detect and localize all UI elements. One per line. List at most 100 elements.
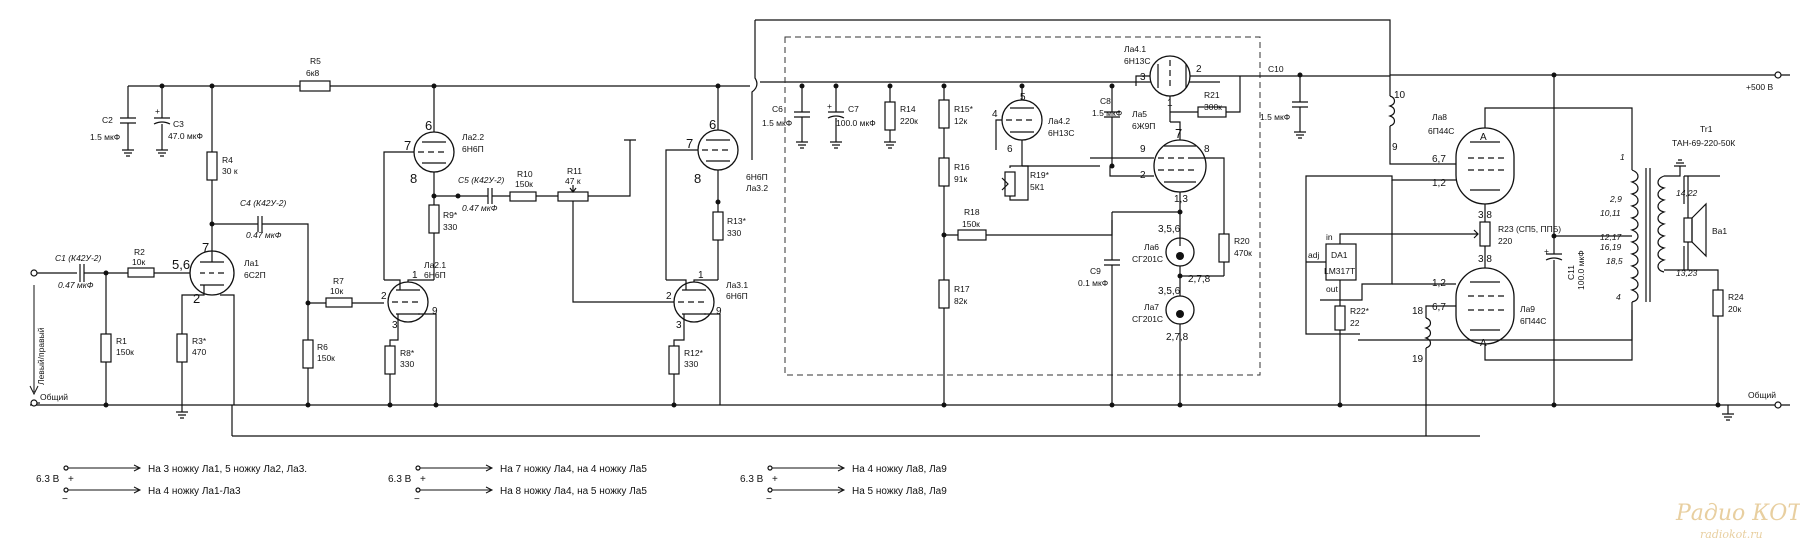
la32-ref: 6Н6П bbox=[746, 172, 768, 182]
r23-ref: R23 (СП5, ППБ) bbox=[1498, 224, 1561, 234]
la5-pin-7: 7 bbox=[1175, 126, 1182, 141]
wire bbox=[383, 151, 435, 280]
wire bbox=[1425, 305, 1456, 318]
junction-dot bbox=[1715, 402, 1721, 408]
la42-pin-grid: 4 bbox=[992, 109, 998, 120]
r5-resistor bbox=[299, 80, 331, 92]
r1-ref: R1 bbox=[116, 336, 127, 346]
junction-dot bbox=[103, 402, 109, 408]
ba1-ref: Ba1 bbox=[1712, 226, 1727, 236]
da1-ref: DA1 bbox=[1331, 250, 1348, 260]
wire bbox=[1306, 180, 1393, 301]
c3-val: 47.0 мкФ bbox=[168, 131, 203, 141]
c3-capacitor bbox=[153, 86, 171, 157]
la31-electrodes bbox=[678, 289, 706, 315]
la32-pin-anode: 6 bbox=[709, 117, 716, 132]
r9-val: 330 bbox=[443, 222, 457, 232]
transformer-core bbox=[1645, 168, 1651, 302]
la1-pin-anode: 7 bbox=[202, 240, 209, 255]
c1-ref: C1 (К42У-2) bbox=[55, 253, 102, 263]
watermark-logo: Радио КОТ bbox=[1675, 501, 1800, 526]
la22-ref: Ла2.2 bbox=[462, 132, 484, 142]
r1-val: 150к bbox=[116, 347, 134, 357]
la22-pin-anode: 6 bbox=[425, 118, 432, 133]
c9-val: 0.1 мкФ bbox=[1078, 278, 1108, 288]
la42-ref: Ла4.2 bbox=[1048, 116, 1070, 126]
la8-pin-12: 1,2 bbox=[1432, 178, 1446, 189]
r11-potentiometer bbox=[557, 191, 589, 202]
tr-pin-1323: 13,23 bbox=[1676, 268, 1698, 278]
la5-tube bbox=[1153, 139, 1207, 193]
r10-val: 150к bbox=[515, 179, 533, 189]
r9-ref: R9* bbox=[443, 210, 458, 220]
heater-3-volt: 6.3 В bbox=[740, 474, 764, 485]
r20-ref: R20 bbox=[1234, 236, 1250, 246]
heater-1-arrows bbox=[68, 464, 142, 494]
heater-2-minus-terminal bbox=[415, 487, 421, 493]
r16-val: 91к bbox=[954, 174, 967, 184]
heater-2-arrows bbox=[420, 464, 494, 494]
r18-resistor bbox=[957, 229, 987, 241]
heater-1-volt: 6.3 В bbox=[36, 474, 60, 485]
junction-dot bbox=[1177, 402, 1183, 408]
wire bbox=[384, 279, 434, 290]
r23-wiper bbox=[1470, 229, 1479, 239]
la6-pin-top: 3,5,6 bbox=[1158, 224, 1181, 235]
c10-capacitor bbox=[1220, 75, 1390, 139]
heater-3-minus: − bbox=[766, 494, 772, 505]
c10-ref: C10 bbox=[1268, 64, 1284, 74]
r8-val: 330 bbox=[400, 359, 414, 369]
da1-in: in bbox=[1326, 232, 1333, 242]
pin-9: 9 bbox=[1392, 142, 1398, 153]
c3-ref: C3 bbox=[173, 119, 184, 129]
da1-adj: adj bbox=[1308, 250, 1319, 260]
wire bbox=[666, 279, 718, 290]
tr-pin-1422: 14,22 bbox=[1676, 188, 1698, 198]
da1-val: LM317T bbox=[1324, 266, 1355, 276]
junction-dot bbox=[1551, 402, 1557, 408]
r4-resistor bbox=[206, 151, 218, 181]
la42-val: 6Н13С bbox=[1048, 128, 1074, 138]
choke-winding-bottom bbox=[1424, 317, 1432, 349]
heater-1-plus-terminal bbox=[63, 465, 69, 471]
r6-val: 150к bbox=[317, 353, 335, 363]
r3-val: 470 bbox=[192, 347, 206, 357]
r16-ref: R16 bbox=[954, 162, 970, 172]
junction-dot bbox=[671, 402, 677, 408]
heater-3-line2: На 5 ножку Ла8, Ла9 bbox=[852, 486, 947, 497]
supply-label: +500 В bbox=[1746, 82, 1774, 92]
r18-val: 150к bbox=[962, 219, 980, 229]
r8-resistor bbox=[384, 345, 396, 375]
junction-dot bbox=[1337, 402, 1343, 408]
wire bbox=[665, 149, 719, 280]
heater-1-line1: На 3 ножку Ла1, 5 ножку Ла2, Ла3. bbox=[148, 464, 307, 475]
la7-pin-bot: 2,7,8 bbox=[1166, 332, 1189, 343]
la8-pin-67: 6,7 bbox=[1432, 154, 1446, 165]
la1-pin-cath: 2 bbox=[193, 291, 200, 306]
c8-ref: C8 bbox=[1100, 96, 1111, 106]
c5-ref: C5 (К42У-2) bbox=[458, 175, 505, 185]
la1-ref: Ла1 bbox=[244, 258, 259, 268]
wire bbox=[1339, 233, 1486, 268]
la41-electrodes bbox=[1157, 60, 1187, 88]
r21-ref: R21 bbox=[1204, 90, 1220, 100]
choke-winding-top bbox=[1388, 95, 1396, 127]
la32-val: Ла3.2 bbox=[746, 183, 768, 193]
speaker-cone bbox=[1691, 202, 1707, 258]
r7-ref: R7 bbox=[333, 276, 344, 286]
c4-val: 0.47 мкФ bbox=[246, 230, 282, 240]
junction-dot bbox=[305, 402, 311, 408]
watermark-url: radiokot.ru bbox=[1700, 528, 1763, 541]
input-terminal bbox=[30, 269, 38, 277]
la8-pin-a: А bbox=[1480, 132, 1487, 143]
la41-pin-cath: 3 bbox=[1140, 72, 1146, 83]
r11-wiper bbox=[569, 185, 577, 193]
r17-ref: R17 bbox=[954, 284, 970, 294]
heater-2-plus: + bbox=[420, 474, 426, 485]
la31-pin-anode: 1 bbox=[698, 270, 704, 281]
r10-ref: R10 bbox=[517, 169, 533, 179]
r19-trim-arrow bbox=[1001, 177, 1009, 191]
r2-val: 10к bbox=[132, 257, 145, 267]
heater-note-1: 6.3 В + − На 3 ножку Ла1, 5 ножку Ла2, Л… bbox=[36, 464, 307, 505]
